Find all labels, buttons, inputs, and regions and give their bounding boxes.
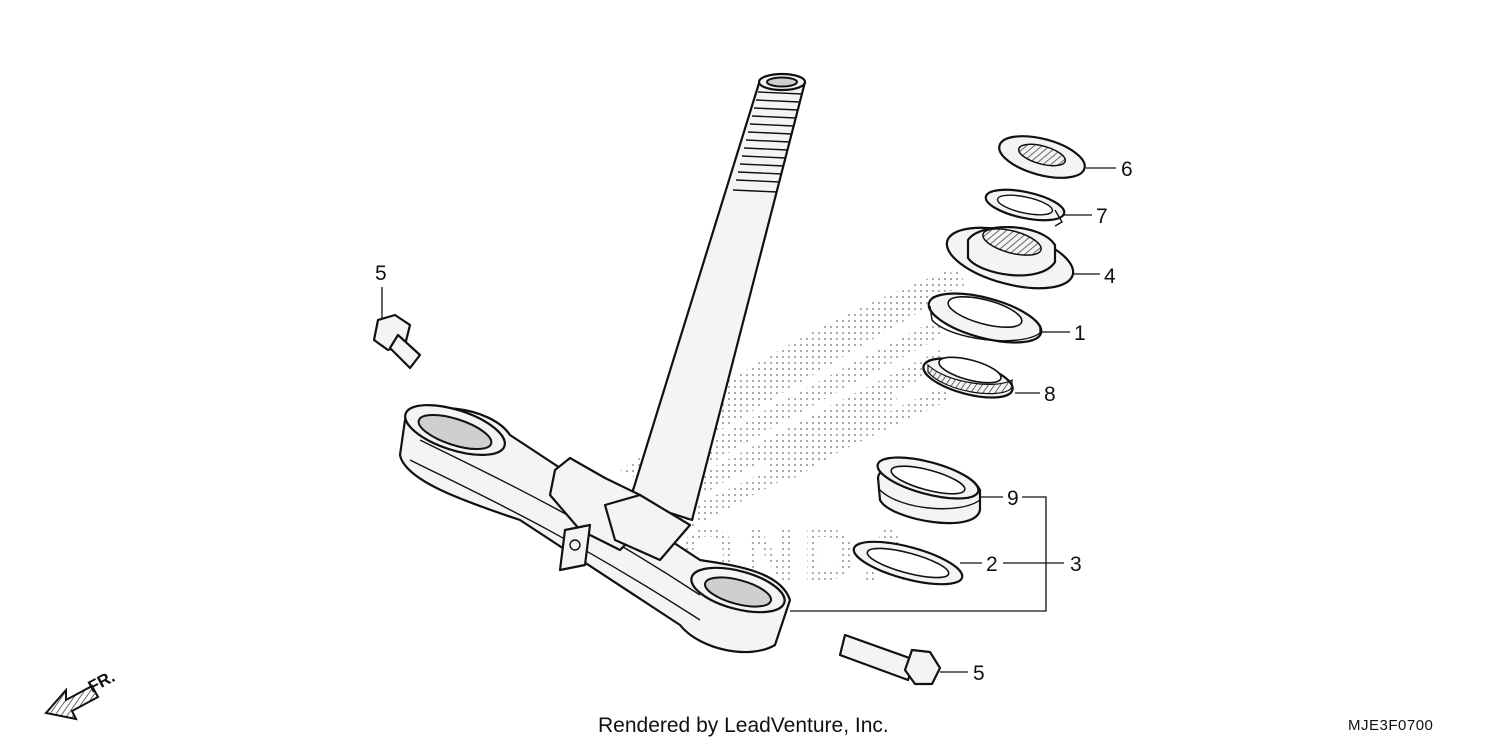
bolt-lower	[838, 633, 942, 686]
bolt-upper	[372, 313, 422, 370]
leader-lines	[381, 167, 1116, 673]
callout-6: 6	[1121, 158, 1133, 181]
lower-dust-seal	[852, 540, 964, 586]
lock-nut	[998, 135, 1086, 179]
callout-8: 8	[1044, 383, 1056, 406]
bottom-triple-clamp	[398, 403, 792, 654]
steering-stem	[628, 72, 807, 522]
footer-credit: Rendered by LeadVenture, Inc.	[598, 714, 889, 737]
callout-5-upper: 5	[375, 262, 387, 285]
callout-5-lower: 5	[973, 662, 985, 685]
callout-3: 3	[1070, 553, 1082, 576]
adjusting-nut	[945, 225, 1075, 290]
callout-7: 7	[1096, 205, 1108, 228]
lock-washer	[984, 188, 1066, 227]
lower-bearing	[876, 456, 982, 525]
diagram-code: MJE3F0700	[1348, 717, 1433, 734]
dust-seal	[927, 292, 1043, 344]
callout-1: 1	[1074, 322, 1086, 345]
callout-4: 4	[1104, 265, 1116, 288]
front-direction-arrow-icon: FR.	[44, 667, 118, 721]
callout-2: 2	[986, 553, 998, 576]
upper-bearing	[922, 356, 1014, 399]
callout-9: 9	[1007, 487, 1019, 510]
